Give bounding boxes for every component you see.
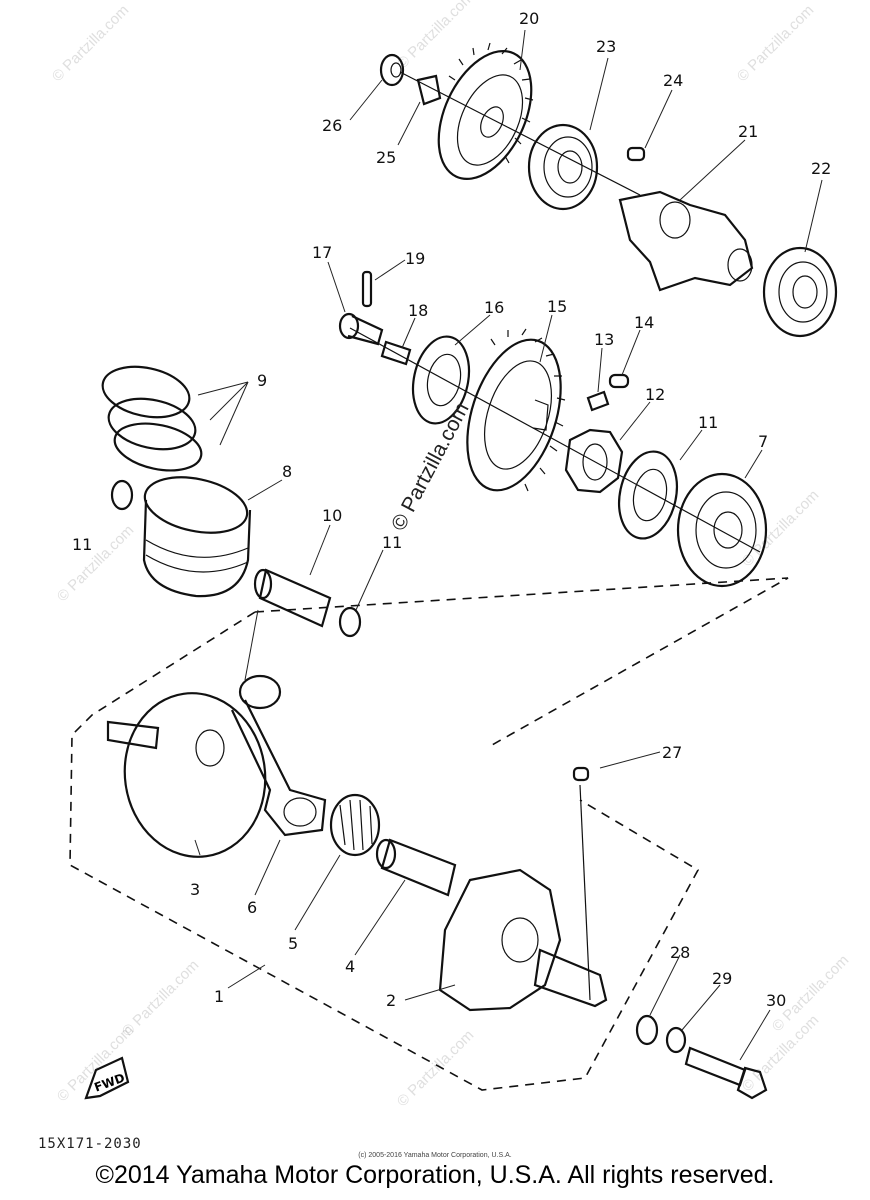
callout-3: 3 xyxy=(190,880,200,899)
callout-25: 24 xyxy=(663,71,683,90)
crank-assembly-outline xyxy=(69,577,789,1091)
leader-lines xyxy=(194,29,823,1061)
callout-20: 19 xyxy=(405,249,425,268)
part-7-bearing xyxy=(676,472,768,588)
callout-14: 13 xyxy=(594,330,614,349)
callout-19: 18 xyxy=(408,301,428,320)
small-copyright: (c) 2005-2016 Yamaha Motor Corporation, … xyxy=(358,1152,512,1159)
callout-11-right: 11 xyxy=(382,533,402,552)
part-21-gear xyxy=(437,42,534,181)
drawing-code: 15X171-2030 xyxy=(38,1136,142,1152)
part-23-bearing xyxy=(762,246,838,338)
shaft-axis-upper xyxy=(399,71,641,196)
part-12-plate xyxy=(618,450,678,540)
shaft-axis-middle xyxy=(349,327,761,553)
callout-12: 11 xyxy=(698,413,718,432)
part-15-damper xyxy=(608,373,630,389)
callout-7: 7 xyxy=(758,432,768,451)
shaft-axis-crank xyxy=(579,784,591,1001)
part-4-crank-pin xyxy=(375,838,457,897)
part-20-pin xyxy=(361,270,373,308)
callout-21: 20 xyxy=(519,9,539,28)
callout-9: 9 xyxy=(257,371,267,390)
copyright-notice: ©2014 Yamaha Motor Corporation, U.S.A. A… xyxy=(95,1161,775,1189)
callout-11-left: 11 xyxy=(72,535,92,554)
callout-4: 4 xyxy=(345,957,355,976)
part-17-plate xyxy=(411,335,471,425)
part-6-connecting-rod xyxy=(231,674,327,837)
part-31-bolt xyxy=(684,1046,768,1100)
part-8-piston xyxy=(142,476,252,598)
part-25-key xyxy=(626,146,646,162)
part-22-crank-balancer xyxy=(618,190,754,292)
part-13-hub xyxy=(564,428,624,494)
callout-2: 2 xyxy=(386,991,396,1010)
callout-17: 16 xyxy=(484,298,504,317)
part-14-spring xyxy=(586,390,610,412)
callout-30: 29 xyxy=(712,969,732,988)
callout-28: 27 xyxy=(662,743,682,762)
part-24-bearing xyxy=(527,123,599,211)
callout-24: 23 xyxy=(596,37,616,56)
fwd-arrow-icon: FWD xyxy=(84,1056,130,1100)
part-3-crank-web-left xyxy=(106,692,267,858)
part-16-gear xyxy=(466,328,566,492)
part-2-crank-web-right xyxy=(438,868,608,1012)
callout-27: 26 xyxy=(322,116,342,135)
part-28-key xyxy=(572,766,590,782)
part-5-needle-bearing xyxy=(329,793,381,857)
callout-18: 17 xyxy=(312,243,332,262)
callout-16: 15 xyxy=(547,297,567,316)
callout-labels: 20 23 24 21 22 26 25 19 17 18 16 15 13 1… xyxy=(72,9,831,1010)
part-9-piston-rings xyxy=(101,365,203,472)
callout-1: 1 xyxy=(214,987,224,1006)
callout-31: 30 xyxy=(766,991,786,1010)
part-11-circlip-left xyxy=(110,479,134,511)
callout-10: 10 xyxy=(322,506,342,525)
callout-15: 14 xyxy=(634,313,654,332)
part-30-lock-washer xyxy=(665,1026,687,1054)
callout-6: 6 xyxy=(247,898,257,917)
part-26-lock-washer xyxy=(416,74,442,106)
callout-23: 22 xyxy=(811,159,831,178)
callout-29: 28 xyxy=(670,943,690,962)
callout-8: 8 xyxy=(282,462,292,481)
callout-13: 12 xyxy=(645,385,665,404)
callout-5: 5 xyxy=(288,934,298,953)
callout-22: 21 xyxy=(738,122,758,141)
part-18-bolt xyxy=(338,312,384,346)
part-27-nut xyxy=(379,53,405,87)
part-11-circlip-right xyxy=(338,606,362,638)
callout-26: 25 xyxy=(376,148,396,167)
part-29-washer xyxy=(635,1014,659,1046)
part-10-piston-pin xyxy=(253,568,332,628)
